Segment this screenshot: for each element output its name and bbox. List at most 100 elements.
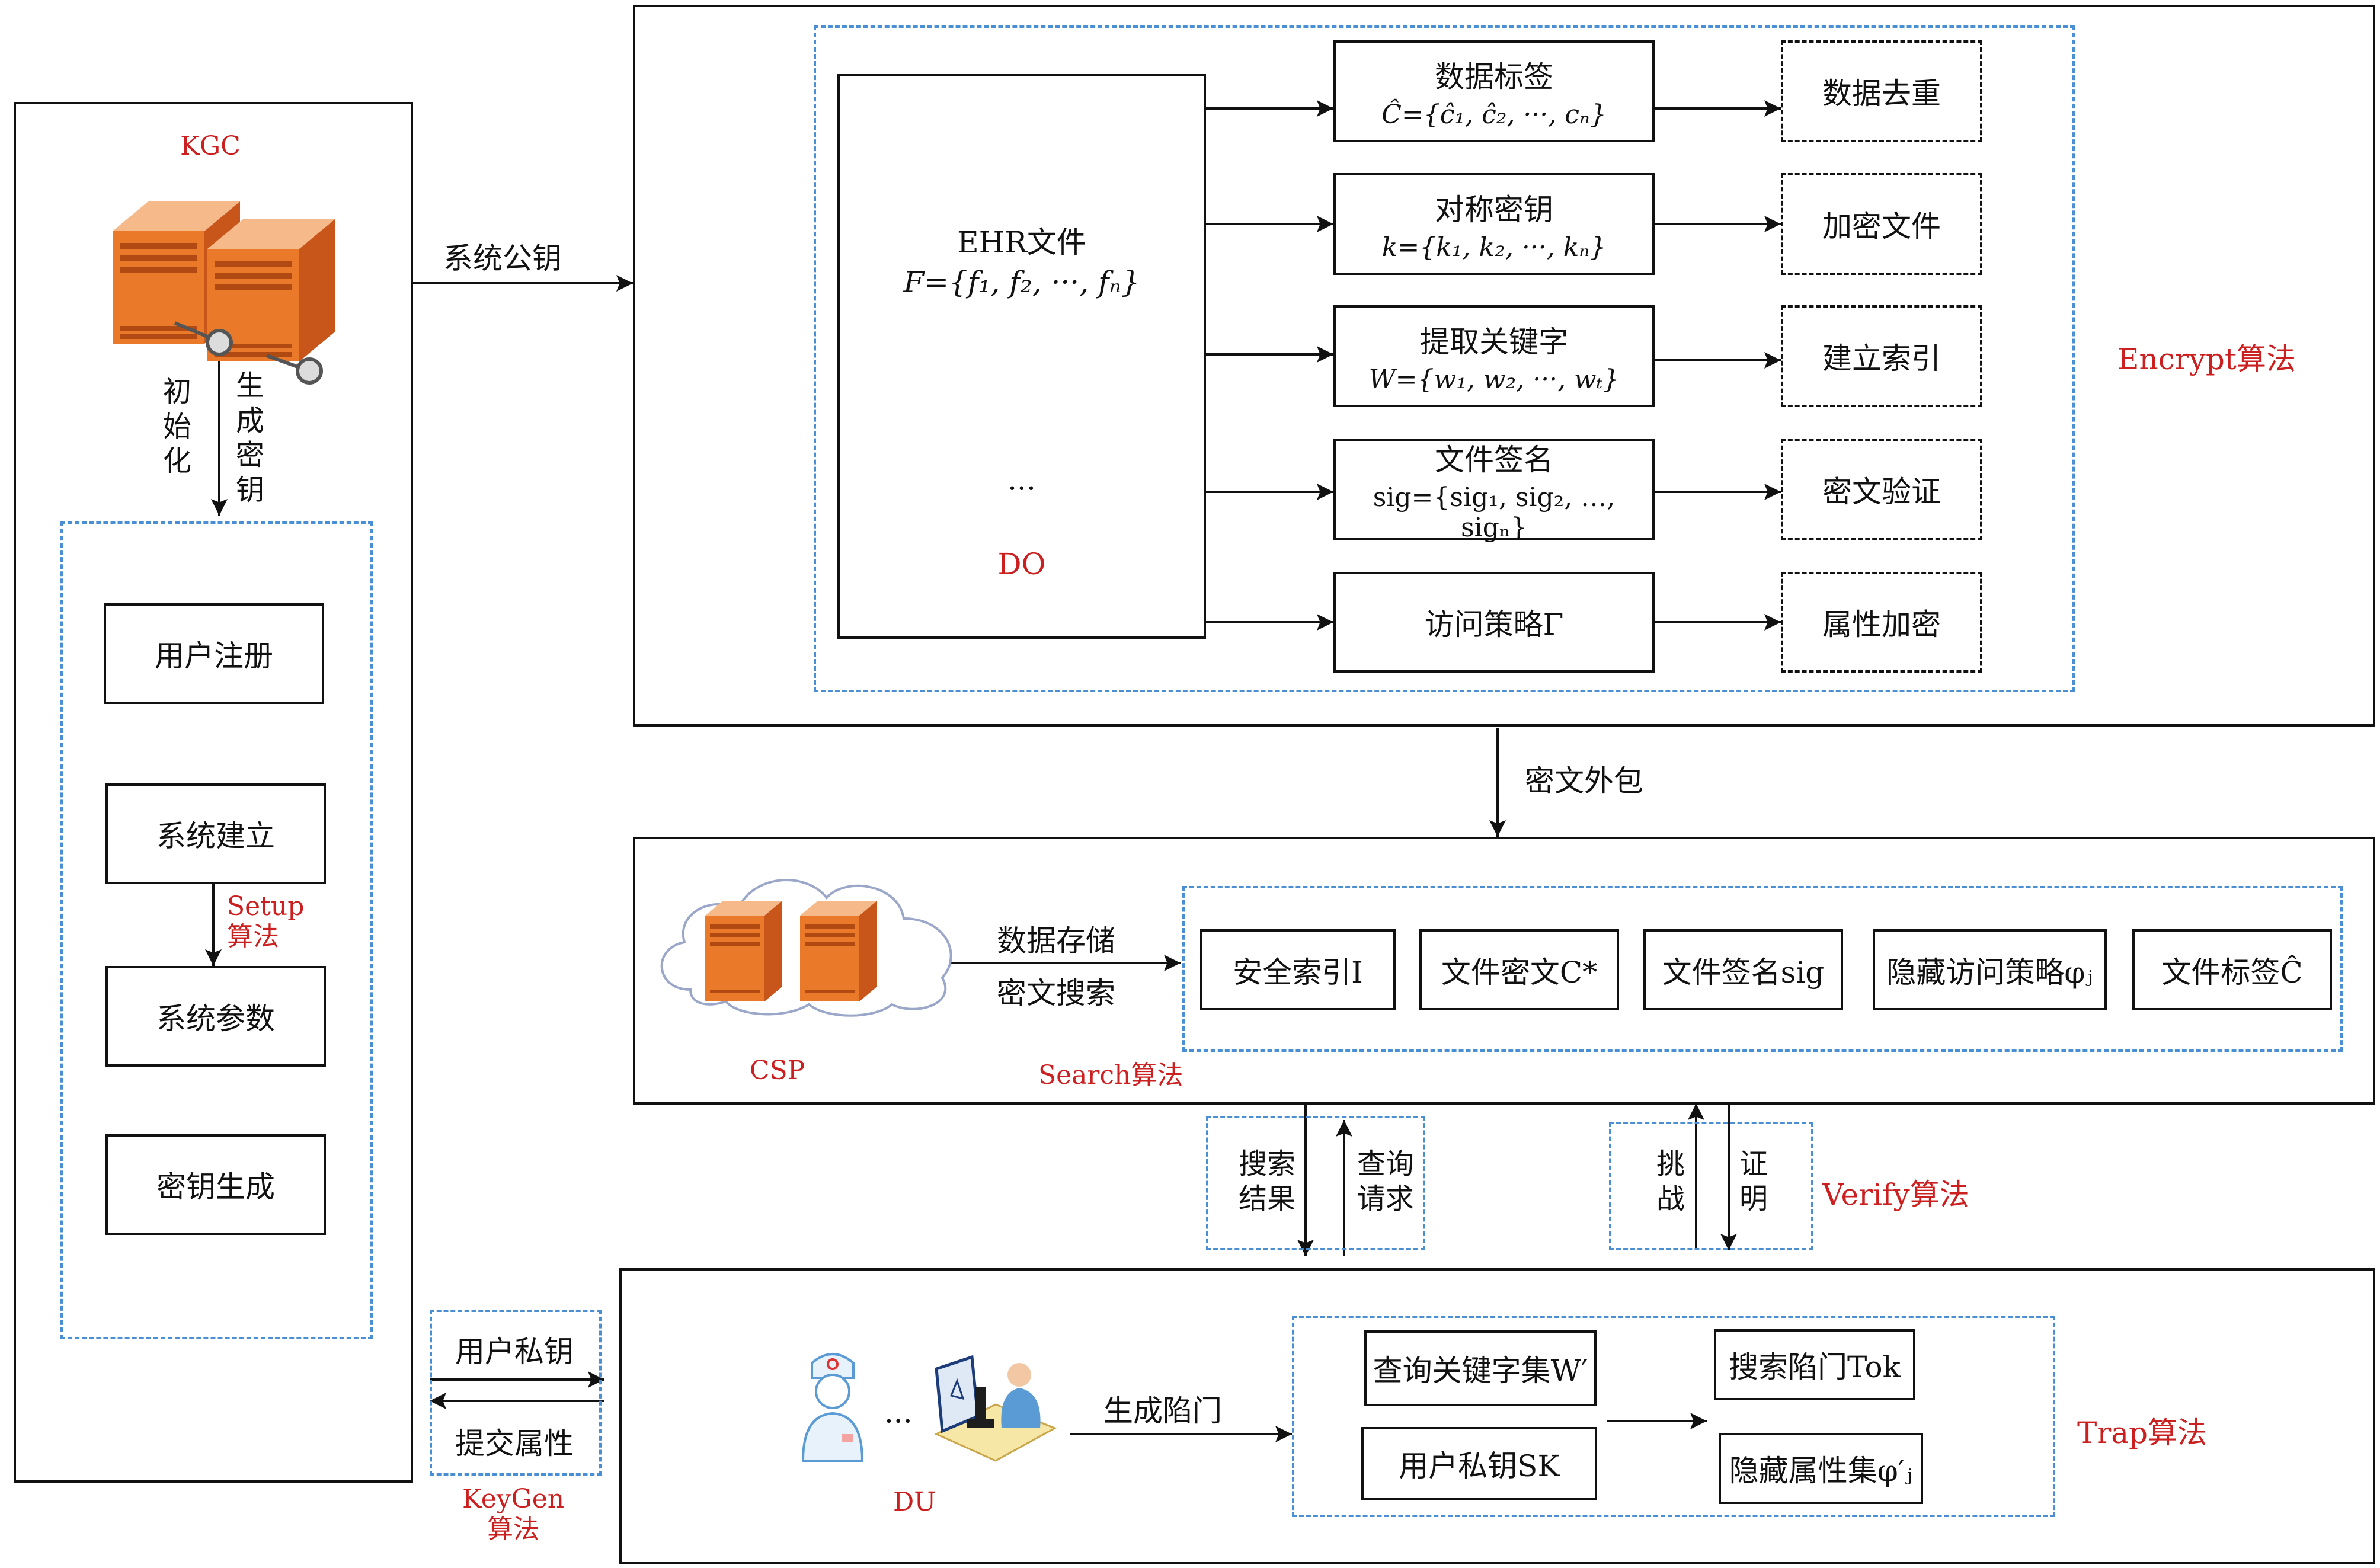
- do-result-build-index: 建立索引: [1781, 305, 1982, 407]
- user-private-key-label: 用户私钥: [455, 1335, 574, 1369]
- trap-label: 查询关键字集W′: [1373, 1353, 1588, 1388]
- step-formula: W={w₁, w₂, ···, wₜ}: [1368, 364, 1620, 395]
- step-label: 系统参数: [156, 1001, 275, 1036]
- step-label: 用户注册: [155, 639, 273, 673]
- do-step-access-policy: 访问策略Γ: [1333, 572, 1655, 673]
- challenge-char: 战: [1656, 1182, 1685, 1215]
- step-title: 对称密钥: [1435, 192, 1553, 227]
- proof-char: 明: [1739, 1182, 1768, 1215]
- csp-item-file-tag: 文件标签Ĉ: [2132, 929, 2332, 1010]
- step-formula: sig={sig₁, sig₂, …, sigₙ}: [1373, 482, 1616, 543]
- do-result-dedup: 数据去重: [1781, 40, 1982, 142]
- genkey-char: 密: [236, 439, 265, 472]
- do-result-attr-encrypt: 属性加密: [1781, 572, 1982, 673]
- csp-label: CSP: [750, 1055, 805, 1086]
- trap-output-search-trapdoor: 搜索陷门Tok: [1714, 1329, 1915, 1400]
- genkey-label: 生 成 密 钥: [236, 369, 264, 507]
- genkey-char: 钥: [236, 473, 265, 507]
- setup-algo-line: Setup: [227, 891, 305, 921]
- step-title: 数据标签: [1435, 59, 1553, 94]
- do-step-symmetric-key: 对称密钥 k={k₁, k₂, ···, kₙ}: [1333, 173, 1655, 275]
- setup-algo-line: 算法: [227, 921, 279, 952]
- item-label: 文件标签Ĉ: [2161, 955, 2303, 990]
- kgc-frame: [14, 102, 413, 1483]
- trap-input-user-private-key: 用户私钥SK: [1361, 1427, 1597, 1500]
- step-label: 系统建立: [156, 819, 275, 853]
- do-result-encrypt-file: 加密文件: [1781, 173, 1982, 275]
- keygen-algo-line: 算法: [487, 1513, 540, 1544]
- search-result-label: 搜索 结果: [1239, 1147, 1295, 1216]
- genkey-char: 成: [236, 404, 265, 437]
- proof-char: 证: [1739, 1147, 1768, 1180]
- ehr-ellipsis: ···: [1007, 471, 1036, 505]
- kgc-step-system-params: 系统参数: [105, 966, 326, 1067]
- du-frame: [619, 1268, 2375, 1564]
- result-label: 建立索引: [1822, 341, 1941, 376]
- generate-trapdoor-label: 生成陷门: [1103, 1394, 1222, 1428]
- result-label: 加密文件: [1822, 209, 1941, 244]
- keygen-algo-label: KeyGen 算法: [462, 1484, 564, 1544]
- csp-frame: [633, 837, 2375, 1105]
- setup-algo-label: Setup 算法: [227, 891, 305, 952]
- do-step-data-tag: 数据标签 Ĉ={ĉ₁, ĉ₂, ···, cₙ}: [1333, 40, 1655, 142]
- challenge-label: 挑 战: [1656, 1147, 1685, 1216]
- kgc-steps-group: [60, 521, 373, 1339]
- challenge-char: 挑: [1656, 1147, 1685, 1180]
- keygen-group: [430, 1310, 602, 1476]
- trap-input-query-keywords: 查询关键字集W′: [1364, 1330, 1597, 1406]
- do-result-verify-ciphertext: 密文验证: [1781, 439, 1982, 540]
- trap-group: [1292, 1316, 2055, 1517]
- csp-items-group: [1182, 886, 2343, 1052]
- item-label: 文件签名sig: [1662, 955, 1825, 990]
- du-label: DU: [893, 1487, 936, 1517]
- store-label: 数据存储: [997, 924, 1115, 958]
- query-request-line: 请求: [1357, 1182, 1415, 1215]
- init-char: 始: [163, 409, 192, 443]
- step-title: 提取关键字: [1420, 324, 1568, 359]
- item-label: 隐藏访问策略φⱼ: [1886, 955, 2093, 990]
- ehr-title: EHR文件: [957, 225, 1086, 260]
- system-public-key-label: 系统公钥: [443, 241, 562, 276]
- kgc-title: KGC: [180, 131, 241, 161]
- do-inner-group: [814, 25, 2075, 692]
- do-step-file-signature: 文件签名 sig={sig₁, sig₂, …, sigₙ}: [1333, 439, 1655, 543]
- proof-label: 证 明: [1739, 1147, 1768, 1216]
- kgc-step-user-register: 用户注册: [104, 603, 324, 704]
- du-ellipsis: ···: [884, 1404, 913, 1438]
- doctor-icon: [801, 1353, 864, 1462]
- item-label: 安全索引I: [1233, 955, 1363, 990]
- result-label: 数据去重: [1822, 76, 1941, 111]
- init-char: 初: [163, 375, 192, 408]
- step-formula: k={k₁, k₂, ···, kₙ}: [1381, 232, 1607, 263]
- server-key-icon: [113, 201, 335, 385]
- result-label: 属性加密: [1822, 607, 1941, 642]
- search-query-group: [1206, 1116, 1425, 1250]
- csp-item-file-ciphertext: 文件密文C*: [1419, 929, 1619, 1010]
- init-char: 化: [163, 444, 192, 478]
- do-step-extract-keyword: 提取关键字 W={w₁, w₂, ···, wₜ}: [1333, 305, 1655, 407]
- encrypt-algo-label: Encrypt算法: [2117, 342, 2296, 376]
- genkey-char: 生: [236, 369, 265, 402]
- trap-label: 用户私钥SK: [1399, 1449, 1560, 1483]
- init-label: 初 始 化: [163, 375, 191, 479]
- search-result-line: 搜索: [1239, 1147, 1296, 1180]
- step-label: 密钥生成: [156, 1170, 275, 1204]
- kgc-step-key-gen: 密钥生成: [105, 1134, 326, 1235]
- trap-label: 隐藏属性集φ′ⱼ: [1729, 1454, 1913, 1488]
- item-label: 文件密文C*: [1441, 955, 1598, 990]
- step-formula: Ĉ={ĉ₁, ĉ₂, ···, cₙ}: [1381, 99, 1607, 130]
- trap-output-hidden-attributes: 隐藏属性集φ′ⱼ: [1719, 1433, 1923, 1504]
- result-label: 密文验证: [1822, 475, 1941, 509]
- ehr-formula: F={f₁, f₂, ···, fₙ}: [903, 265, 1140, 299]
- search-algo-label: Search算法: [1038, 1060, 1183, 1090]
- query-request-line: 查询: [1357, 1147, 1415, 1180]
- ciphertext-outsource-label: 密文外包: [1525, 764, 1643, 798]
- csp-item-file-signature: 文件签名sig: [1643, 929, 1843, 1010]
- step-title: 访问策略Γ: [1424, 607, 1564, 642]
- cloud-server-icon: [660, 879, 952, 1017]
- step-title: 文件签名: [1435, 443, 1553, 477]
- search-result-line: 结果: [1239, 1182, 1296, 1215]
- do-label: DO: [997, 547, 1046, 581]
- trap-algo-label: Trap算法: [2077, 1416, 2208, 1450]
